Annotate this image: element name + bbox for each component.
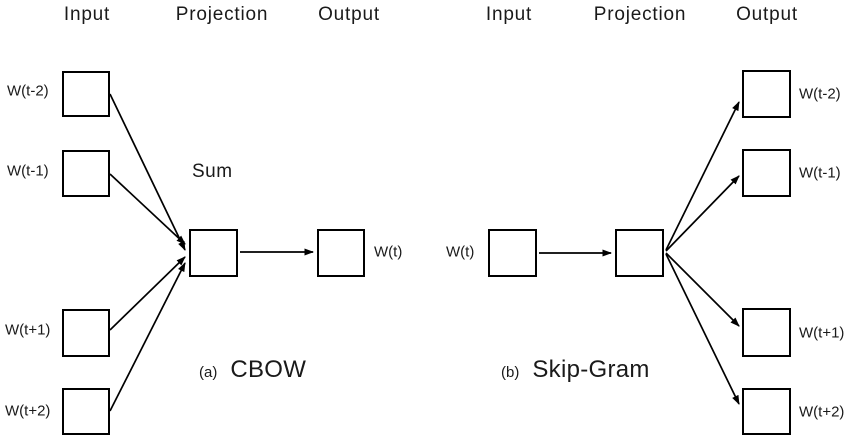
cbow-input-node-wt+2 [62, 388, 110, 435]
skipgram-output-node-wt-1 [742, 149, 791, 197]
cbow-input-label-wt-2: W(t-2) [7, 82, 49, 100]
skipgram-caption: (b) Skip-Gram [501, 356, 650, 384]
arrow-cbow-wt-1-to-projection [109, 173, 186, 245]
cbow-output-node [317, 229, 365, 277]
cbow-caption-index: (a) [199, 364, 218, 381]
skipgram-header-projection: Projection [593, 4, 687, 25]
cbow-sum-label: Sum [192, 161, 233, 182]
cbow-header-projection: Projection [175, 4, 269, 25]
skipgram-output-label-wt-2: W(t-2) [799, 85, 841, 103]
skipgram-output-label-wt-1: W(t-1) [799, 164, 841, 182]
skipgram-header-output: Output [736, 4, 798, 25]
skipgram-input-node [488, 229, 537, 277]
arrow-skipgram-projection-to-wt+1 [665, 252, 740, 327]
skipgram-caption-index: (b) [501, 364, 520, 381]
arrow-skipgram-projection-to-wt-2 [665, 101, 740, 251]
cbow-input-label-wt-1: W(t-1) [7, 162, 49, 180]
skipgram-output-node-wt+1 [742, 308, 791, 357]
cbow-caption: (a) CBOW [199, 356, 306, 384]
cbow-header-input: Input [63, 4, 111, 25]
skipgram-output-node-wt+2 [742, 388, 791, 435]
cbow-input-node-wt-1 [62, 150, 110, 197]
skipgram-input-label-wt: W(t) [446, 243, 475, 261]
skipgram-projection-node [615, 229, 664, 277]
skipgram-header-input: Input [485, 4, 533, 25]
skipgram-output-label-wt+1: W(t+1) [799, 324, 845, 342]
cbow-header-output: Output [318, 4, 380, 25]
arrow-cbow-wt+1-to-projection [109, 256, 186, 331]
skipgram-caption-title: Skip-Gram [532, 356, 650, 383]
skipgram-output-label-wt+2: W(t+2) [799, 403, 845, 421]
arrow-skipgram-projection-to-wt+2 [665, 253, 740, 405]
arrow-cbow-wt-2-to-projection [109, 93, 186, 251]
arrow-skipgram-projection-to-wt-1 [665, 175, 740, 252]
cbow-projection-node [189, 229, 238, 277]
cbow-input-node-wt+1 [62, 309, 110, 357]
cbow-input-label-wt+2: W(t+2) [5, 402, 51, 420]
cbow-input-label-wt+1: W(t+1) [5, 321, 51, 339]
cbow-caption-title: CBOW [230, 356, 307, 383]
skipgram-output-node-wt-2 [742, 70, 791, 118]
cbow-output-label-wt: W(t) [374, 243, 403, 261]
arrow-cbow-wt+2-to-projection [109, 262, 186, 412]
cbow-input-node-wt-2 [62, 71, 110, 117]
